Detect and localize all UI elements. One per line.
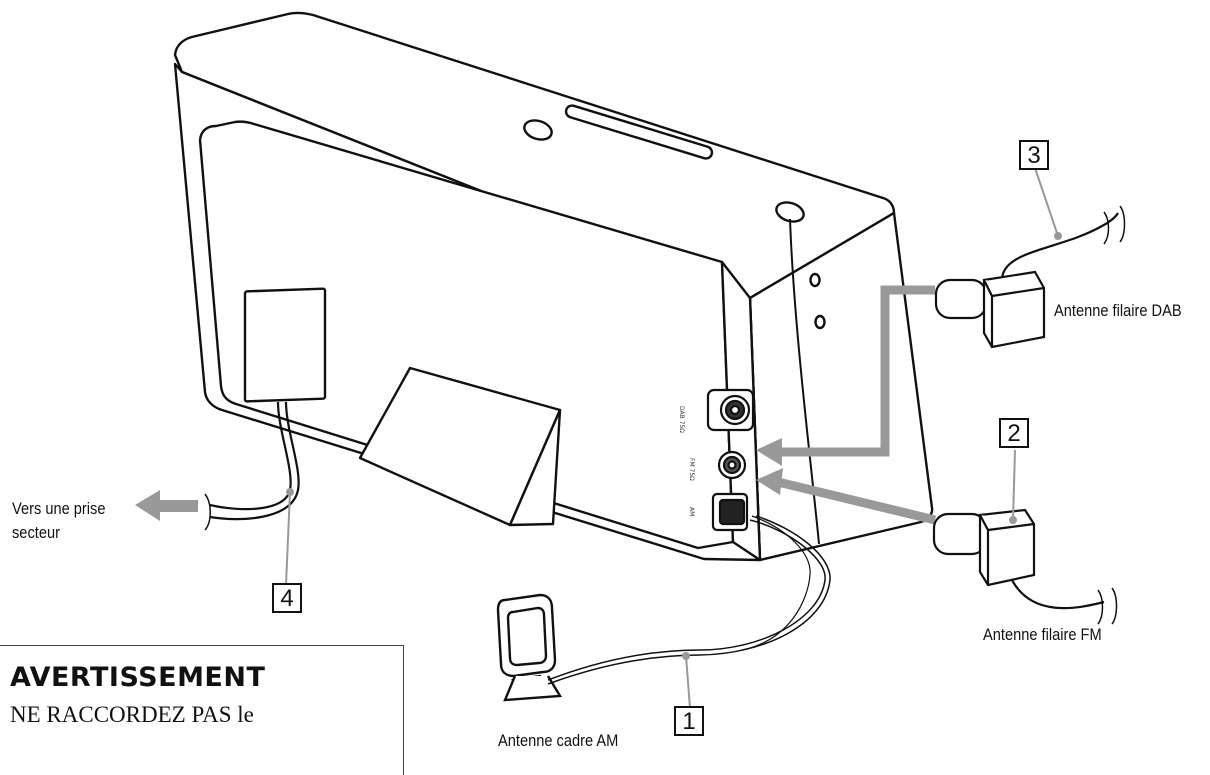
dab-plug-tip	[934, 278, 988, 320]
fm-antenna-label: Antenne filaire FM	[983, 625, 1102, 644]
warning-title: AVERTISSEMENT	[10, 662, 266, 693]
am-jack-label: AM	[688, 507, 695, 516]
back-panel	[198, 120, 735, 550]
warning-box: AVERTISSEMENT NE RACCORDEZ PAS le	[0, 645, 404, 775]
warning-text: NE RACCORDEZ PAS le	[10, 702, 254, 727]
radio-top-face	[173, 11, 896, 300]
fm-plug-tip	[932, 512, 988, 556]
callout-3: 3	[1019, 140, 1049, 170]
diagram-drawing: DAB 75Ω FM 75Ω AM	[135, 11, 1126, 709]
am-antenna-label: Antenne cadre AM	[498, 731, 619, 750]
callout-2: 2	[999, 418, 1029, 448]
dab-antenna-label: Antenne filaire DAB	[1054, 301, 1182, 320]
callout-4: 4	[272, 583, 302, 613]
mains-label-plate	[243, 287, 327, 403]
callout-1: 1	[674, 706, 704, 736]
dab-arrow-head	[756, 438, 782, 466]
mains-label-line1: Vers une prise	[12, 499, 106, 518]
mains-label-line2: secteur	[12, 523, 60, 542]
connection-diagram: DAB 75Ω FM 75Ω AM	[0, 11, 1182, 775]
fm-arrow-head	[756, 468, 783, 495]
dab-jack-label: DAB 75Ω	[678, 406, 685, 433]
fm-jack-label: FM 75Ω	[688, 458, 695, 481]
mains-arrow	[135, 490, 198, 521]
